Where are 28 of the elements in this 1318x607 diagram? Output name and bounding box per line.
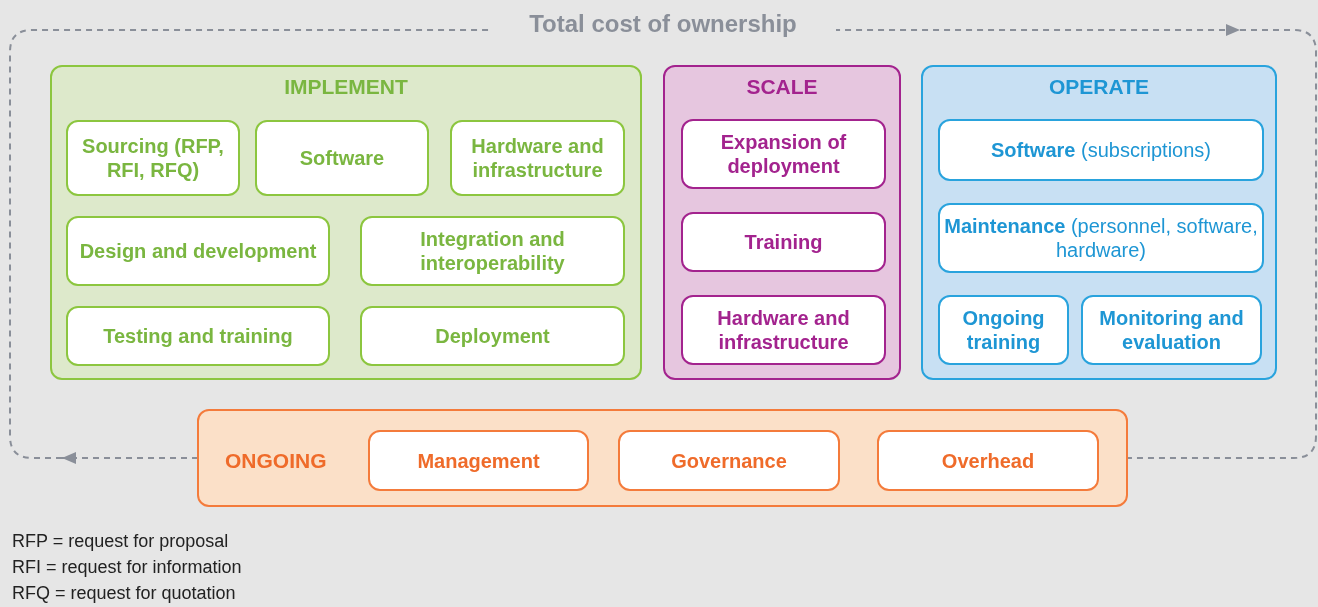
cost-item-box: Hardware and infrastructure [450,120,625,196]
phase-title: IMPLEMENT [283,75,409,99]
phase-panel [663,65,901,380]
phase-title: ONGOING [225,449,327,473]
cost-item-box: Integration and interoperability [360,216,625,286]
phase-title: SCALE [745,75,819,99]
cost-item-box: Design and development [66,216,330,286]
footnote: RFQ = request for quotation [12,583,236,604]
cost-item-box: Software (subscriptions) [938,119,1264,181]
cost-item-box: Deployment [360,306,625,366]
cost-item-box: Governance [618,430,840,491]
cost-item-box: Hardware and infrastructure [681,295,886,365]
cost-item-box: Overhead [877,430,1099,491]
phase-title: OPERATE [1048,75,1150,99]
cost-item-box: Sourcing (RFP, RFI, RFQ) [66,120,240,196]
cost-item-box: Management [368,430,589,491]
cost-item-box: Maintenance (personnel, software, hardware) [938,203,1264,273]
phase-panel [921,65,1277,380]
footnote: RFP = request for proposal [12,531,229,552]
footnote: RFI = request for information [12,557,242,578]
phase-panel [50,65,642,380]
phase-panel [197,409,1128,507]
cost-item-box: Software [255,120,429,196]
cost-item-box: Expansion of deployment [681,119,886,189]
cost-item-box: Monitoring and evaluation [1081,295,1262,365]
cost-item-box: Testing and training [66,306,330,366]
cost-item-box: Ongoing training [938,295,1069,365]
cost-item-box: Training [681,212,886,272]
